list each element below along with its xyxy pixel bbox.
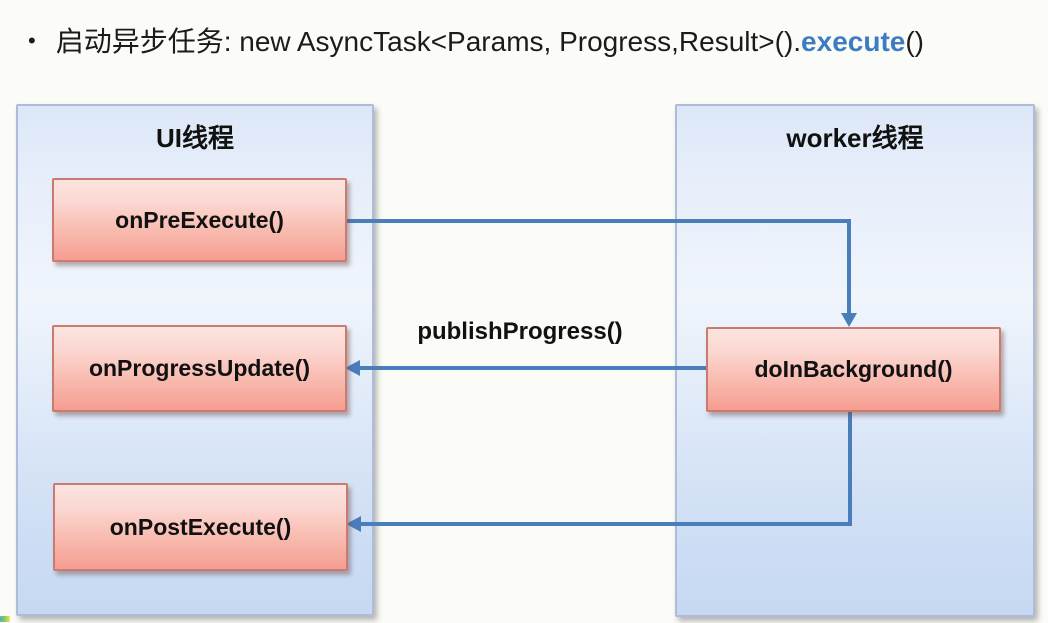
bullet-text-zh: 启动异步任务 xyxy=(55,27,224,58)
corner-artifact xyxy=(0,616,10,622)
box-doinbackground: doInBackground() xyxy=(706,327,1001,412)
box-onpostexecute: onPostExecute() xyxy=(53,483,348,571)
ui-thread-panel-title: UI线程 xyxy=(155,123,234,153)
box-doinbackground-label: doInBackground() xyxy=(754,356,953,382)
box-onpreexecute: onPreExecute() xyxy=(52,178,347,262)
box-onprogressupdate: onProgressUpdate() xyxy=(52,325,347,412)
box-onprogressupdate-label: onProgressUpdate() xyxy=(88,355,311,381)
box-onpostexecute-label: onPostExecute() xyxy=(109,513,292,540)
bullet-icon: • xyxy=(28,28,36,53)
bullet-code: new AsyncTask<Params, Progress,Result>()… xyxy=(239,26,802,57)
bullet-code-tail: () xyxy=(905,26,924,57)
bullet-line: • 启动异步任务: new AsyncTask<Params, Progress,… xyxy=(28,20,1018,60)
box-onpreexecute-label: onPreExecute() xyxy=(115,206,284,233)
bullet-execute-highlight: execute xyxy=(801,26,906,57)
bullet-separator: : xyxy=(223,26,240,57)
arrow-doinbackground-to-onprogressupdate xyxy=(345,360,706,376)
worker-thread-panel-title: worker线程 xyxy=(786,123,924,153)
publish-progress-arrow-label: publishProgress() xyxy=(417,318,623,345)
